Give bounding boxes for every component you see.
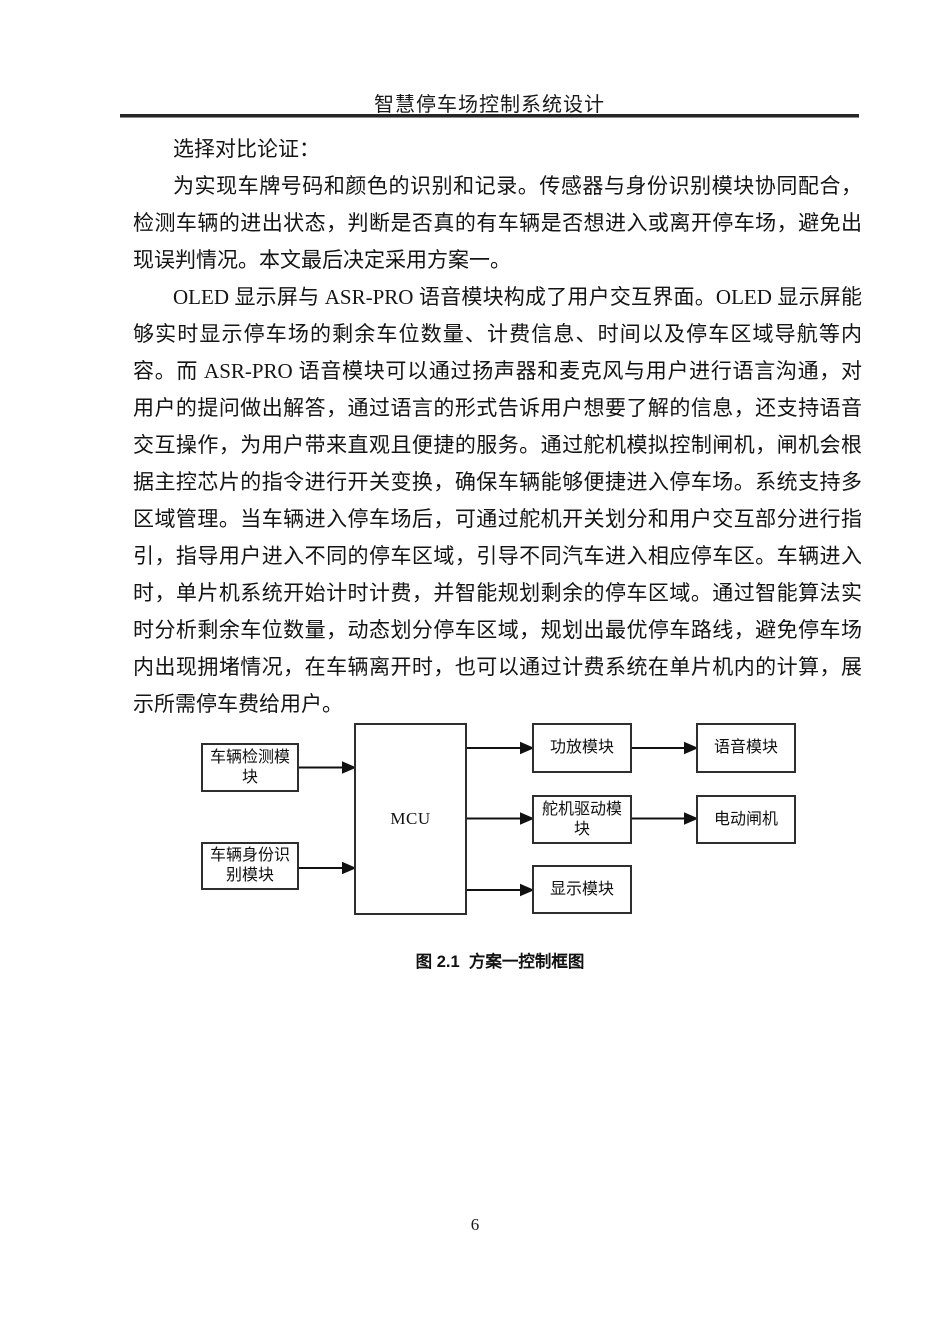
paragraph-comparison: 为实现车牌号码和颜色的识别和记录。传感器与身份识别模块协同配合，检测车辆的进出状…: [133, 174, 862, 272]
arrowhead-detect-to-mcu: [342, 761, 357, 774]
page-number: 6: [470, 1215, 480, 1234]
node-mcu: MCU: [354, 723, 467, 915]
arrowhead-mcu-to-amp: [520, 741, 535, 755]
node-vehicle-id: 车辆身份识别模块: [201, 842, 299, 890]
body-text: 选择对比论证： 为实现车牌号码和颜色的识别和记录。传感器与身份识别模块协同配合，…: [133, 131, 862, 723]
figure-caption: 图 2.1 方案一控制框图: [415, 953, 585, 971]
node-display: 显示模块: [532, 865, 632, 914]
block-diagram: 车辆检测模块 车辆身份识别模块 MCU 功放模块 语音模块 舵机驱动模块 电动闸…: [0, 700, 950, 945]
paragraph-intro: 选择对比论证：: [173, 137, 320, 161]
page-header-title: 智慧停车场控制系统设计: [374, 94, 605, 116]
arrowhead-servo-to-gate: [684, 812, 699, 825]
paragraph-oled-asr: OLED 显示屏与 ASR-PRO 语音模块构成了用户交互界面。OLED 显示屏…: [133, 285, 862, 716]
arrowhead-mcu-to-display: [520, 883, 535, 897]
node-vehicle-detect: 车辆检测模块: [201, 743, 299, 792]
header-rule: [120, 114, 859, 118]
node-voice: 语音模块: [696, 723, 796, 773]
arrowhead-amp-to-voice: [684, 741, 699, 755]
node-gate: 电动闸机: [696, 795, 796, 844]
arrowhead-mcu-to-servo: [520, 812, 535, 825]
arrowhead-id-to-mcu: [342, 861, 357, 875]
node-servo: 舵机驱动模块: [532, 795, 632, 844]
diagram-arrows: [299, 741, 699, 897]
node-amp: 功放模块: [532, 723, 632, 773]
